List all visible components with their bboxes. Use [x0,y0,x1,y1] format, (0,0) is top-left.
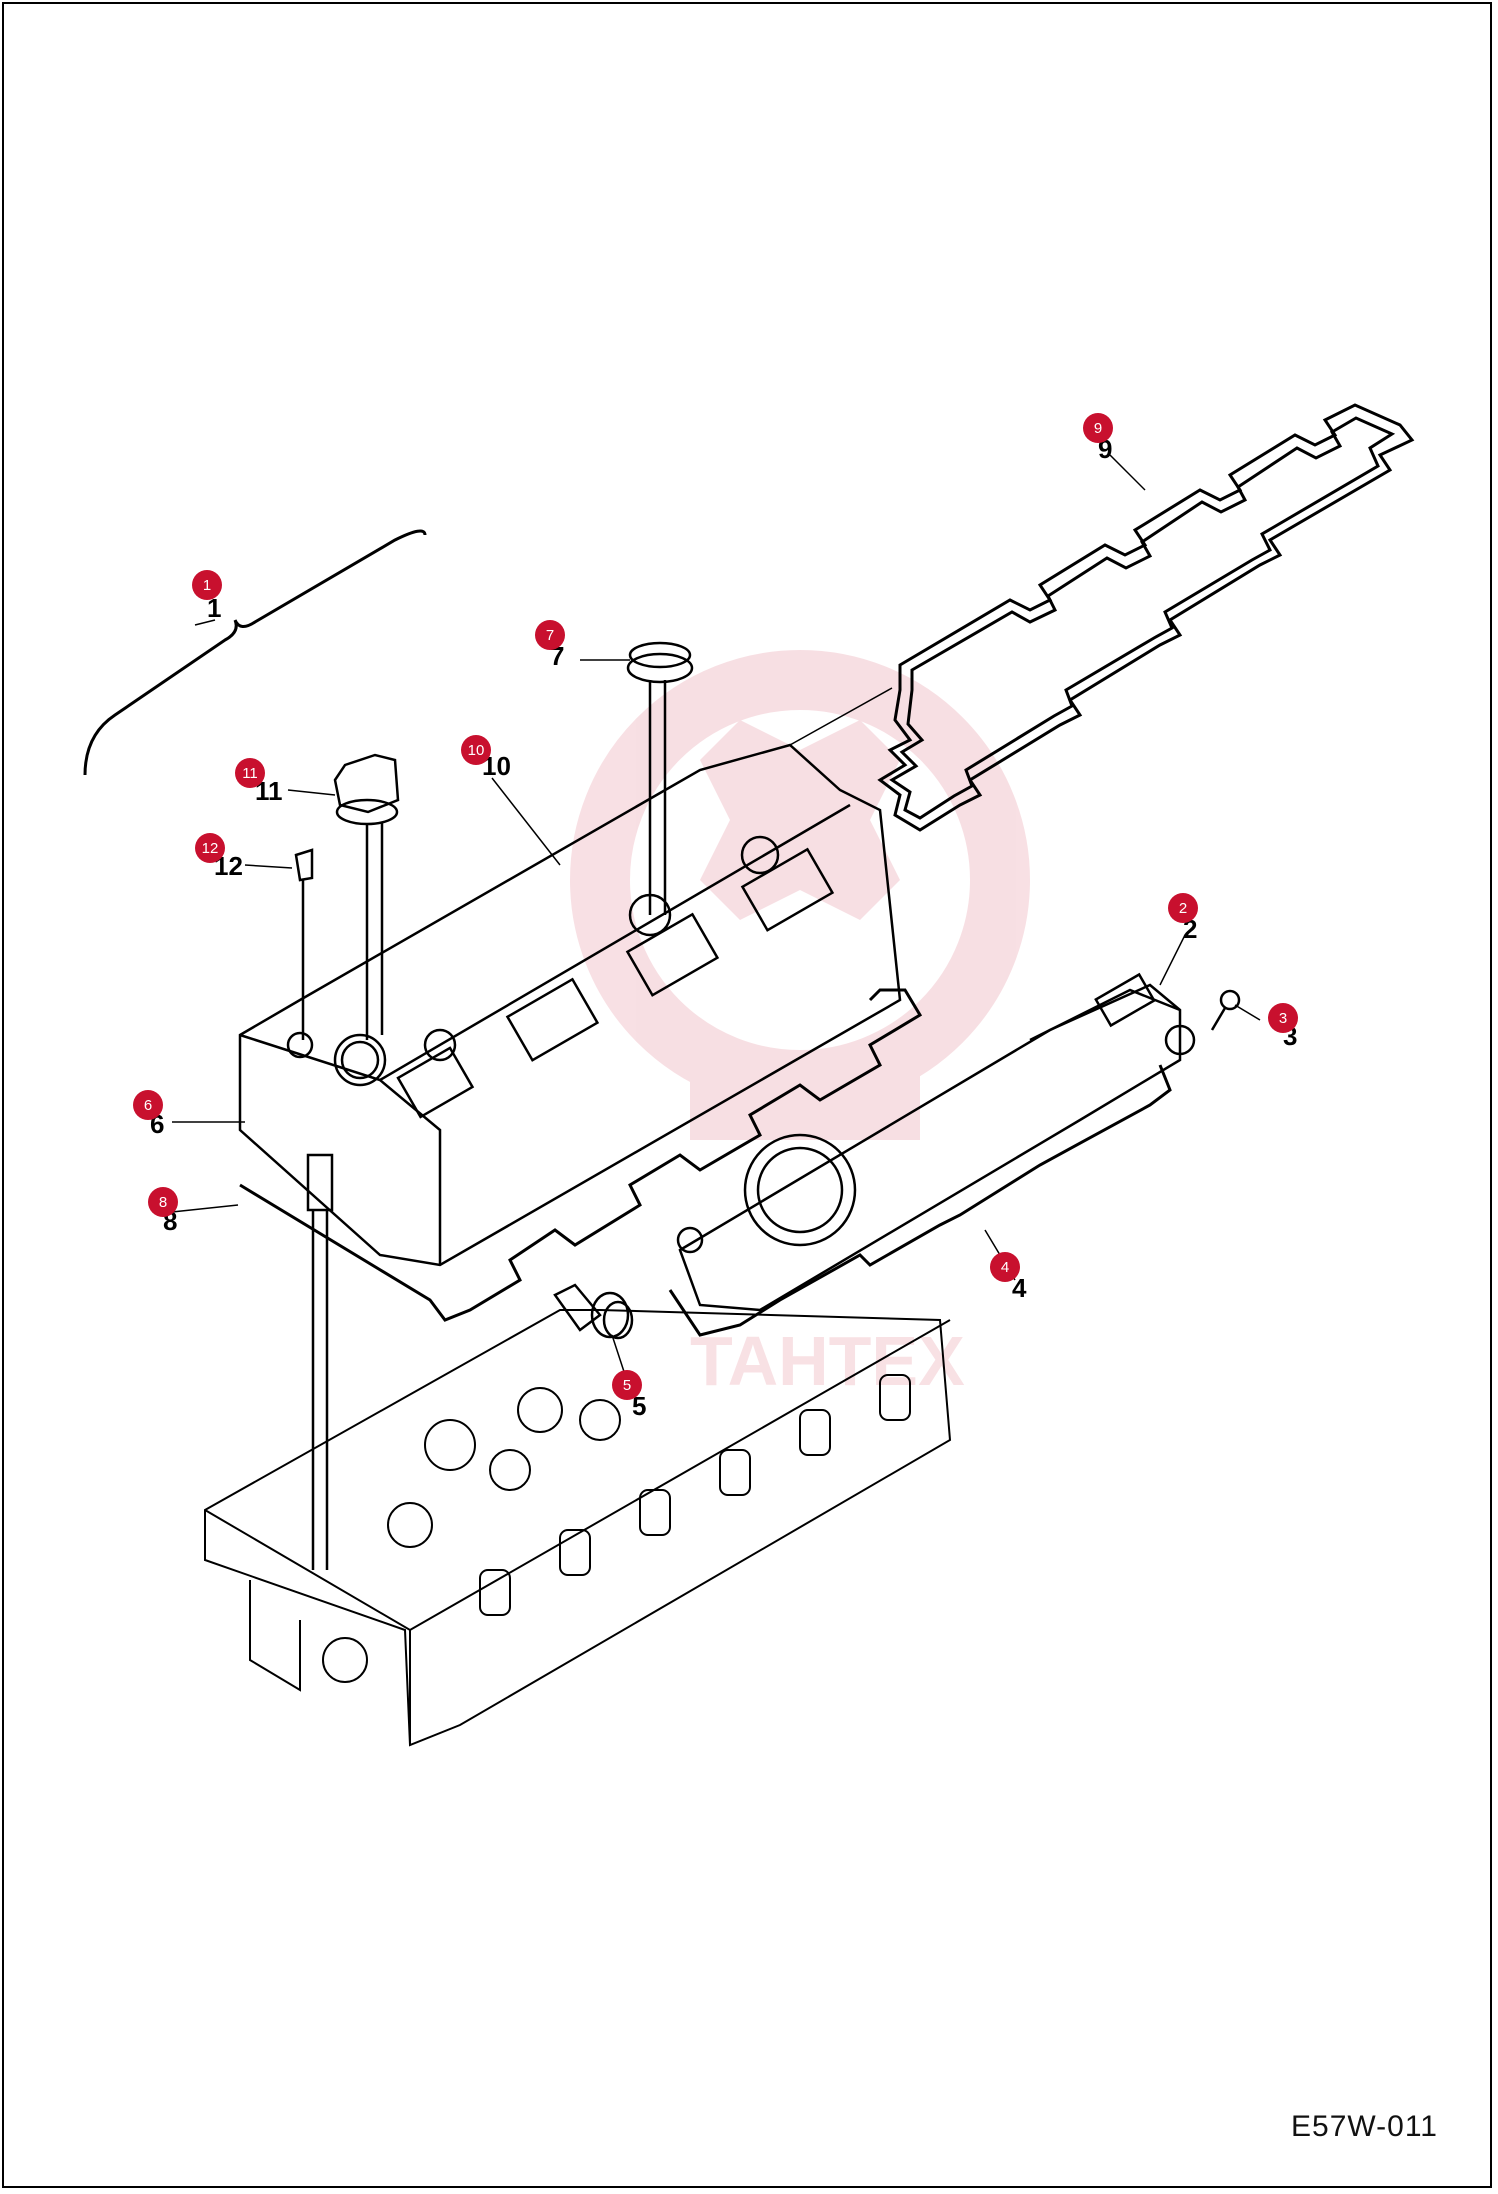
callout-11: 11 11 [235,758,283,806]
svg-text:1: 1 [203,577,211,594]
breather-assembly-2 [676,972,1196,1312]
callout-4: 4 4 [990,1252,1027,1303]
seal-cap-7 [626,641,694,915]
svg-text:2: 2 [1179,900,1187,917]
svg-text:7: 7 [546,627,554,644]
svg-text:9: 9 [1094,420,1102,437]
svg-text:4: 4 [1012,1273,1027,1303]
valve-cover-6 [238,743,902,1267]
bolt-12 [294,848,314,1040]
svg-text:10: 10 [468,742,485,759]
callout-7: 7 7 [535,620,565,671]
leader-lines [171,454,1261,1391]
gasket-8 [239,988,923,1322]
cylinder-head [204,1309,952,1747]
callout-2: 2 2 [1168,893,1198,944]
callout-12: 12 12 [195,833,243,881]
svg-text:3: 3 [1279,1010,1287,1027]
svg-text:5: 5 [623,1377,631,1394]
callout-9: 9 9 [1083,413,1113,464]
callout-1: 1 1 [192,570,222,623]
callout-3: 3 3 [1268,1003,1298,1051]
svg-text:1: 1 [207,593,221,623]
svg-text:4: 4 [1001,1259,1009,1276]
callout-8: 8 8 [148,1187,178,1236]
elbow-fitting-5 [553,1283,634,1340]
watermark-text: TAHTEX [690,1322,965,1400]
svg-text:6: 6 [144,1097,152,1114]
svg-text:12: 12 [202,840,219,857]
stud-cylinder [306,1153,334,1570]
svg-text:5: 5 [632,1391,646,1421]
bolt-3 [1210,989,1241,1031]
svg-text:8: 8 [159,1194,167,1211]
callout-6: 6 6 [133,1090,164,1139]
oil-filler-cap-11 [333,753,400,1040]
drawing-reference-code: E57W-011 [1291,2110,1438,2143]
assembly-bracket [83,529,427,776]
callout-5: 5 5 [612,1370,646,1421]
svg-text:11: 11 [242,765,258,782]
callout-10: 10 10 [461,735,511,781]
gasket-4 [668,1064,1172,1337]
gasket-9 [877,403,1415,832]
